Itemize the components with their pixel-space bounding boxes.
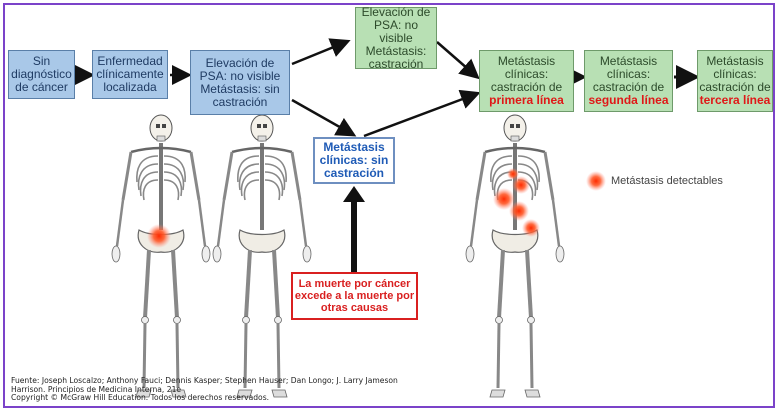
box-sin-castracion: Metástasis clínicas: sin castración (313, 137, 395, 184)
box-tercera-linea-highlight: tercera línea (699, 93, 771, 107)
box-muerte-por-cancer: La muerte por cáncer excede a la muerte … (291, 272, 418, 320)
arrow-3 (291, 38, 351, 66)
arrow-6 (363, 89, 481, 138)
box-psa-sin-castracion-label: Elevación de PSA: no visible Metástasis:… (199, 55, 281, 109)
box-sin-diagnostico-label: Sin diagnóstico de cáncer (11, 54, 72, 94)
footer-line-2: Harrison. Principios de Medicina Interna… (11, 384, 182, 394)
box-segunda-linea: Metástasis clínicas: castración de segun… (584, 50, 673, 112)
box-segunda-linea-text: Metástasis clínicas: castración de (592, 54, 665, 94)
box-tercera-linea: Metástasis clínicas: castración de terce… (697, 50, 773, 112)
metastasis-spot-icon (507, 168, 519, 180)
box-sin-castracion-label: Metástasis clínicas: sin castración (319, 140, 389, 180)
box-primera-linea-text: Metástasis clínicas: castración de (490, 54, 563, 94)
box-muerte-label: La muerte por cáncer excede a la muerte … (294, 278, 415, 314)
box-primera-linea-highlight: primera línea (489, 93, 564, 107)
box-psa-castracion: Elevación de PSA: no visible Metástasis:… (355, 4, 437, 71)
box-segunda-linea-highlight: segunda línea (588, 93, 669, 107)
metastasis-spot-icon (512, 176, 530, 194)
skeleton-metastatic (464, 113, 566, 399)
box-primera-linea: Metástasis clínicas: castración de prime… (479, 50, 574, 112)
box-enfermedad-localizada: Enfermedad clínicamente localizada (92, 50, 168, 99)
metastasis-spot-icon (522, 219, 540, 237)
box-enfermedad-label: Enfermedad clínicamente localizada (96, 54, 164, 94)
metastasis-spot-icon (147, 224, 171, 248)
legend-label: Metástasis detectables (611, 175, 723, 187)
legend-spot-icon (586, 171, 606, 191)
metastasis-spot-icon (493, 188, 515, 210)
box-psa-sin-castracion: Elevación de PSA: no visible Metástasis:… (190, 50, 290, 115)
box-psa-castracion-label: Elevación de PSA: no visible Metástasis:… (361, 4, 431, 71)
footer-line-1: Fuente: Joseph Loscalzo; Anthony Fauci; … (11, 376, 398, 385)
arrow-4 (291, 98, 357, 137)
metastasis-spot-icon (509, 201, 529, 221)
box-sin-diagnostico: Sin diagnóstico de cáncer (8, 50, 75, 99)
skeleton-psa (211, 113, 313, 399)
arrow-5 (436, 41, 480, 80)
arrow-up-icon (343, 186, 365, 202)
source-footer: Fuente: Joseph Loscalzo; Anthony Fauci; … (11, 376, 398, 403)
footer-line-3: Copyright © McGraw Hill Education. Todos… (11, 393, 270, 403)
skeleton-localized (110, 113, 212, 399)
box-tercera-linea-text: Metástasis clínicas: castración de (699, 54, 771, 94)
